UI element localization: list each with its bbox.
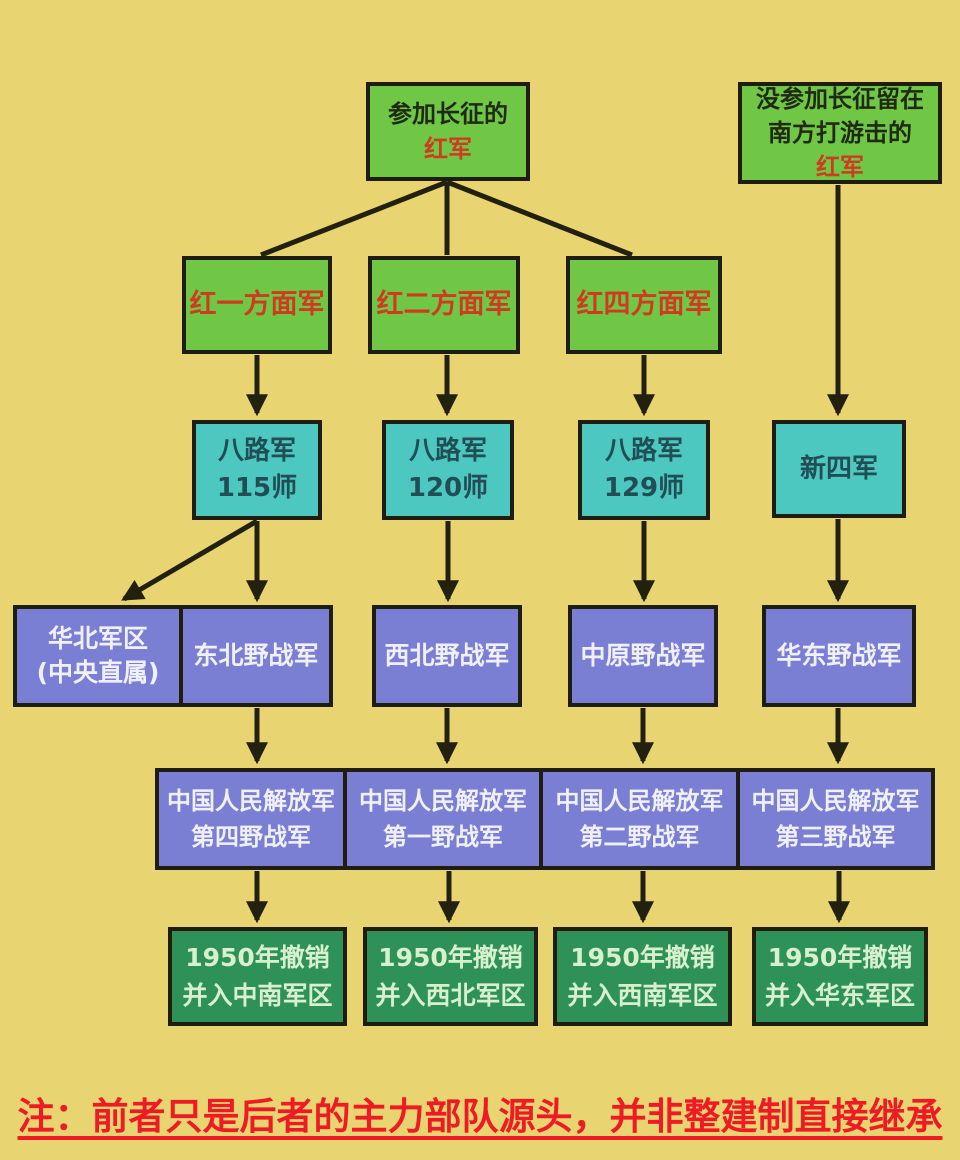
node-label: 中原野战军 [580,641,706,671]
connector-line [260,179,448,258]
node-label: 华东野战军 [776,641,902,671]
node-label: 红二方面军 [376,289,512,321]
node-label: 并入西北军区 [375,980,526,1010]
node-label: 八路军 [408,436,487,467]
node-pla-2nd-field-army: 中国人民解放军第二野战军 [539,768,740,870]
node-label: 没参加长征留在 [756,84,924,113]
node-label: 并入华东军区 [764,980,915,1010]
node-label: 129师 [603,473,685,503]
node-red-4th-front-army: 红四方面军 [566,256,722,354]
node-pla-3rd-field-army: 中国人民解放军第三野战军 [736,768,935,870]
node-label: 红军 [424,134,472,163]
node-label: 并入西南军区 [567,980,718,1010]
node-label: 红四方面军 [576,289,712,321]
node-label: 参加长征的 [388,100,508,129]
node-label: 第一野战军 [383,823,503,851]
connector-line [446,179,633,258]
node-merged-southwest-mr: 1950年撤销并入西南军区 [553,927,732,1026]
node-label: 115师 [216,473,298,503]
node-pla-1st-field-army: 中国人民解放军第一野战军 [343,768,543,870]
node-label: 1950年撤销 [185,943,330,972]
node-label: 1950年撤销 [378,943,523,972]
node-label: 中国人民解放军 [555,787,724,815]
node-label: 120师 [407,473,489,503]
node-pla-4th-field-army: 中国人民解放军第四野战军 [155,768,347,870]
node-central-plains-field-army: 中原野战军 [568,605,718,707]
node-northeast-field-army: 东北野战军 [179,605,333,707]
node-label: 中国人民解放军 [167,787,335,815]
node-label: 第二野战军 [579,823,700,851]
node-label: 红军 [816,153,864,182]
node-label: 八路军 [217,436,296,467]
node-label: 中国人民解放军 [359,787,527,815]
node-northwest-field-army: 西北野战军 [372,605,522,707]
node-label: 东北野战军 [193,641,319,671]
node-label: 八路军 [604,436,683,467]
node-8th-route-army-120th-div: 八路军 120师 [382,420,514,520]
node-red-army-south-guerrilla: 没参加长征留在南方打游击的红军 [738,82,942,184]
node-label: 南方打游击的 [768,118,912,147]
node-east-china-field-army: 华东野战军 [762,605,916,707]
node-label: 第四野战军 [191,823,311,851]
node-label: 华北军区 [47,624,148,654]
node-red-2nd-front-army: 红二方面军 [368,256,520,354]
node-red-1st-front-army: 红一方面军 [182,256,332,354]
node-merged-northwest-mr: 1950年撤销并入西北军区 [363,927,538,1026]
node-label: 并入中南军区 [182,980,333,1010]
node-label: 1950年撤销 [767,943,913,972]
node-merged-central-south-mr: 1950年撤销并入中南军区 [168,927,347,1026]
node-merged-east-china-mr: 1950年撤销并入华东军区 [752,927,928,1026]
node-label: 西北野战军 [384,641,510,671]
node-label: 中国人民解放军 [751,787,920,815]
node-red-army-long-march: 参加长征的红军 [366,82,530,181]
node-north-china-military-region: 华北军区 (中央直属) [13,605,183,707]
node-new-4th-army: 新四军 [772,420,906,518]
node-8th-route-army-115th-div: 八路军 115师 [192,420,322,520]
node-label: 红一方面军 [189,289,325,321]
node-label: (中央直属) [36,658,160,687]
node-label: 第三野战军 [775,823,896,851]
node-label: 新四军 [799,453,878,484]
connector-arrow [121,518,259,602]
footnote-text: 注：前者只是后者的主力部队源头，并非整建制直接继承 [17,1095,943,1138]
node-8th-route-army-129th-div: 八路军 129师 [578,420,710,520]
node-label: 1950年撤销 [570,943,715,972]
